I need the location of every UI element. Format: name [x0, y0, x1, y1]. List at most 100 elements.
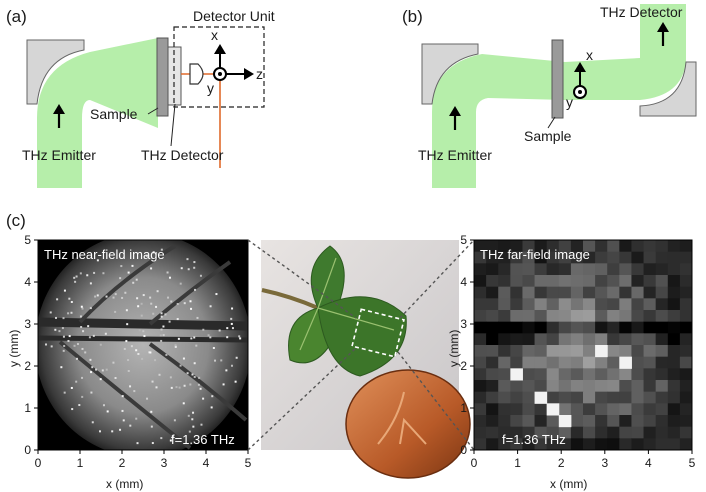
speckle	[58, 330, 61, 333]
far-field-pixel	[667, 286, 681, 299]
far-field-pixel	[595, 321, 608, 334]
far-field-pixel	[619, 380, 632, 393]
far-field-pixel	[643, 240, 657, 253]
far-field-pixel	[655, 368, 669, 381]
leaf-photo	[261, 240, 471, 479]
far-field-pixel	[583, 310, 596, 323]
speckle	[173, 419, 176, 422]
speckle	[155, 386, 158, 389]
far-field-pixel	[619, 403, 632, 416]
speckle	[99, 378, 102, 381]
far-field-pixel	[534, 438, 548, 451]
far-field-pixel	[558, 380, 572, 393]
far-field-pixel	[595, 345, 608, 358]
speckle	[183, 384, 186, 387]
far-field-pixel	[522, 263, 536, 276]
far-field-xtick-label: 2	[558, 456, 565, 470]
far-field-pixel	[655, 403, 669, 416]
far-field-pixel	[655, 380, 669, 393]
coin-emboss	[377, 391, 427, 445]
far-field-pixel	[498, 415, 511, 428]
speckle	[132, 281, 135, 284]
speckle	[202, 397, 205, 400]
speckle	[210, 406, 213, 409]
speckle	[170, 386, 173, 389]
near-field-ytick-label: 1	[24, 401, 31, 415]
far-field-pixel	[679, 286, 693, 299]
far-field-pixel	[534, 298, 548, 311]
far-field-pixel	[486, 345, 499, 358]
far-field-pixel	[522, 356, 536, 369]
speckle	[135, 417, 138, 420]
speckle	[80, 326, 83, 329]
far-field-pixel	[679, 345, 693, 358]
speckle	[162, 334, 165, 337]
speckle	[114, 293, 117, 296]
far-field-pixel	[558, 391, 572, 404]
far-field-pixel	[522, 391, 536, 404]
far-field-pixel	[655, 391, 669, 404]
far-field-pixel	[655, 356, 669, 369]
far-field-pixel	[667, 391, 681, 404]
far-field-pixel	[679, 356, 693, 369]
speckle	[105, 295, 108, 298]
far-field-pixel	[583, 356, 596, 369]
far-field-pixel	[595, 286, 608, 299]
speckle	[195, 344, 198, 347]
speckle	[70, 386, 73, 389]
speckle	[96, 294, 99, 297]
panel-a: (a) Detector Unit x z y Sample THz Em	[6, 7, 275, 188]
speckle	[231, 327, 234, 330]
speckle	[126, 323, 129, 326]
far-field-pixel	[558, 321, 572, 334]
speckle	[63, 344, 66, 347]
far-field-pixel	[486, 321, 499, 334]
far-field-pixel	[534, 275, 548, 288]
far-field-pixel	[595, 438, 608, 451]
far-field-pixel	[583, 240, 596, 253]
speckle	[130, 345, 133, 348]
speckle	[56, 298, 59, 301]
far-field-pixel	[583, 345, 596, 358]
far-field-pixel	[667, 310, 681, 323]
far-field-pixel	[498, 263, 511, 276]
far-field-pixel	[643, 403, 657, 416]
far-field-pixel	[595, 426, 608, 439]
far-field-pixel	[474, 426, 487, 439]
axis-y-label: y	[566, 94, 573, 110]
far-field-pixel	[498, 380, 511, 393]
far-field-pixel	[474, 310, 487, 323]
far-field-pixel	[667, 403, 681, 416]
speckle	[82, 330, 85, 333]
speckle	[106, 410, 109, 413]
speckle	[146, 397, 149, 400]
speckle	[186, 258, 189, 261]
near-field-ytick-label: 0	[24, 443, 31, 457]
speckle	[124, 291, 127, 294]
speckle	[152, 251, 155, 254]
far-field-pixel	[643, 426, 657, 439]
far-field-pixel	[583, 298, 596, 311]
far-field-pixel	[583, 415, 596, 428]
speckle	[174, 345, 177, 348]
speckle	[68, 297, 71, 300]
far-field-pixel	[643, 380, 657, 393]
speckle	[152, 312, 155, 315]
speckle	[104, 332, 107, 335]
far-field-pixel	[546, 286, 560, 299]
emitter-beam	[37, 38, 158, 188]
far-field-pixel	[570, 438, 584, 451]
speckle	[189, 300, 192, 303]
far-field-pixel	[607, 345, 620, 358]
speckle	[137, 305, 140, 308]
sample-label: Sample	[90, 106, 138, 122]
far-field-pixel	[631, 263, 645, 276]
far-field-pixel	[679, 380, 693, 393]
far-field-pixel	[643, 298, 657, 311]
far-field-pixel	[486, 403, 499, 416]
far-field-pixel	[570, 298, 584, 311]
far-field-pixel	[631, 298, 645, 311]
speckle	[62, 335, 65, 338]
speckle	[192, 411, 195, 414]
connector-lines	[247, 239, 475, 451]
